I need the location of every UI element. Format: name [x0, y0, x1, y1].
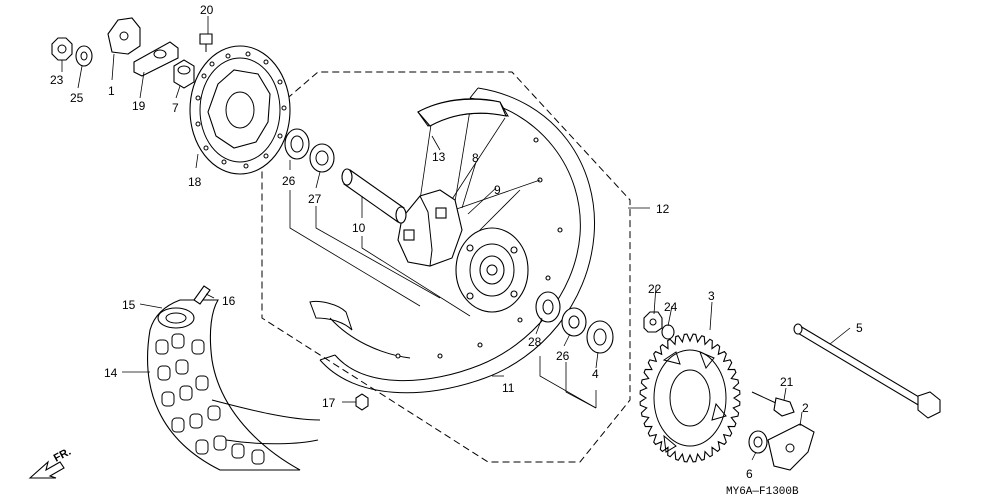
callout-7: 7	[172, 101, 179, 115]
distance-collar	[341, 168, 407, 224]
callout-26-left: 26	[282, 174, 296, 188]
bearing-left	[284, 128, 335, 173]
callout-26-right: 26	[556, 349, 570, 363]
callout-8: 8	[472, 151, 479, 165]
rear-axle	[793, 323, 941, 419]
callout-17: 17	[322, 396, 336, 410]
chain-adjuster-left	[51, 17, 195, 89]
callout-6: 6	[746, 467, 753, 481]
front-direction-arrow: FR.	[28, 446, 73, 479]
callout-21: 21	[780, 375, 794, 389]
spoke-nut	[355, 393, 369, 411]
tread-blocks	[155, 333, 265, 465]
chain-adjuster-right	[767, 423, 815, 471]
callout-22: 22	[648, 282, 662, 296]
callout-5: 5	[856, 321, 863, 335]
driven-sprocket	[639, 333, 741, 463]
callout-24: 24	[664, 300, 678, 314]
callout-9: 9	[494, 183, 501, 197]
callout-1: 1	[108, 84, 115, 98]
brake-disc	[189, 45, 291, 175]
callout-18: 18	[188, 175, 202, 189]
callout-20: 20	[200, 3, 214, 17]
callout-11: 11	[502, 381, 515, 395]
rim-band-piece	[417, 98, 507, 127]
callout-16: 16	[222, 294, 236, 308]
callout-3: 3	[708, 289, 715, 303]
callout-25: 25	[70, 91, 84, 105]
adjuster-bolt-right	[751, 391, 795, 417]
callout-15: 15	[122, 298, 136, 312]
callout-13: 13	[432, 150, 446, 164]
callout-27: 27	[308, 192, 322, 206]
callout-19: 19	[132, 99, 146, 113]
disc-bolt	[199, 33, 213, 52]
callouts: 1 2 3 4 5 6 7 8 9 10 11 12 13 14 15 16 1…	[50, 3, 863, 481]
front-direction-label: FR.	[52, 446, 73, 465]
sprocket-washer	[661, 324, 675, 340]
callout-14: 14	[104, 366, 118, 380]
side-collar-right	[748, 430, 768, 454]
tire	[147, 285, 321, 471]
bearing-right	[535, 291, 614, 354]
assembly-frame	[261, 71, 631, 463]
sprocket-nut	[643, 311, 663, 333]
diagram-code: MY6A—F1300B	[726, 486, 799, 498]
spoke-nipples	[395, 137, 563, 359]
callout-23: 23	[50, 73, 64, 87]
hub	[397, 189, 529, 313]
callout-10: 10	[352, 221, 366, 235]
callout-2: 2	[802, 401, 809, 415]
callout-4: 4	[592, 367, 599, 381]
leader-lines	[61, 16, 851, 461]
callout-28: 28	[528, 335, 542, 349]
callout-12: 12	[656, 202, 670, 216]
disc-holes	[195, 51, 287, 169]
